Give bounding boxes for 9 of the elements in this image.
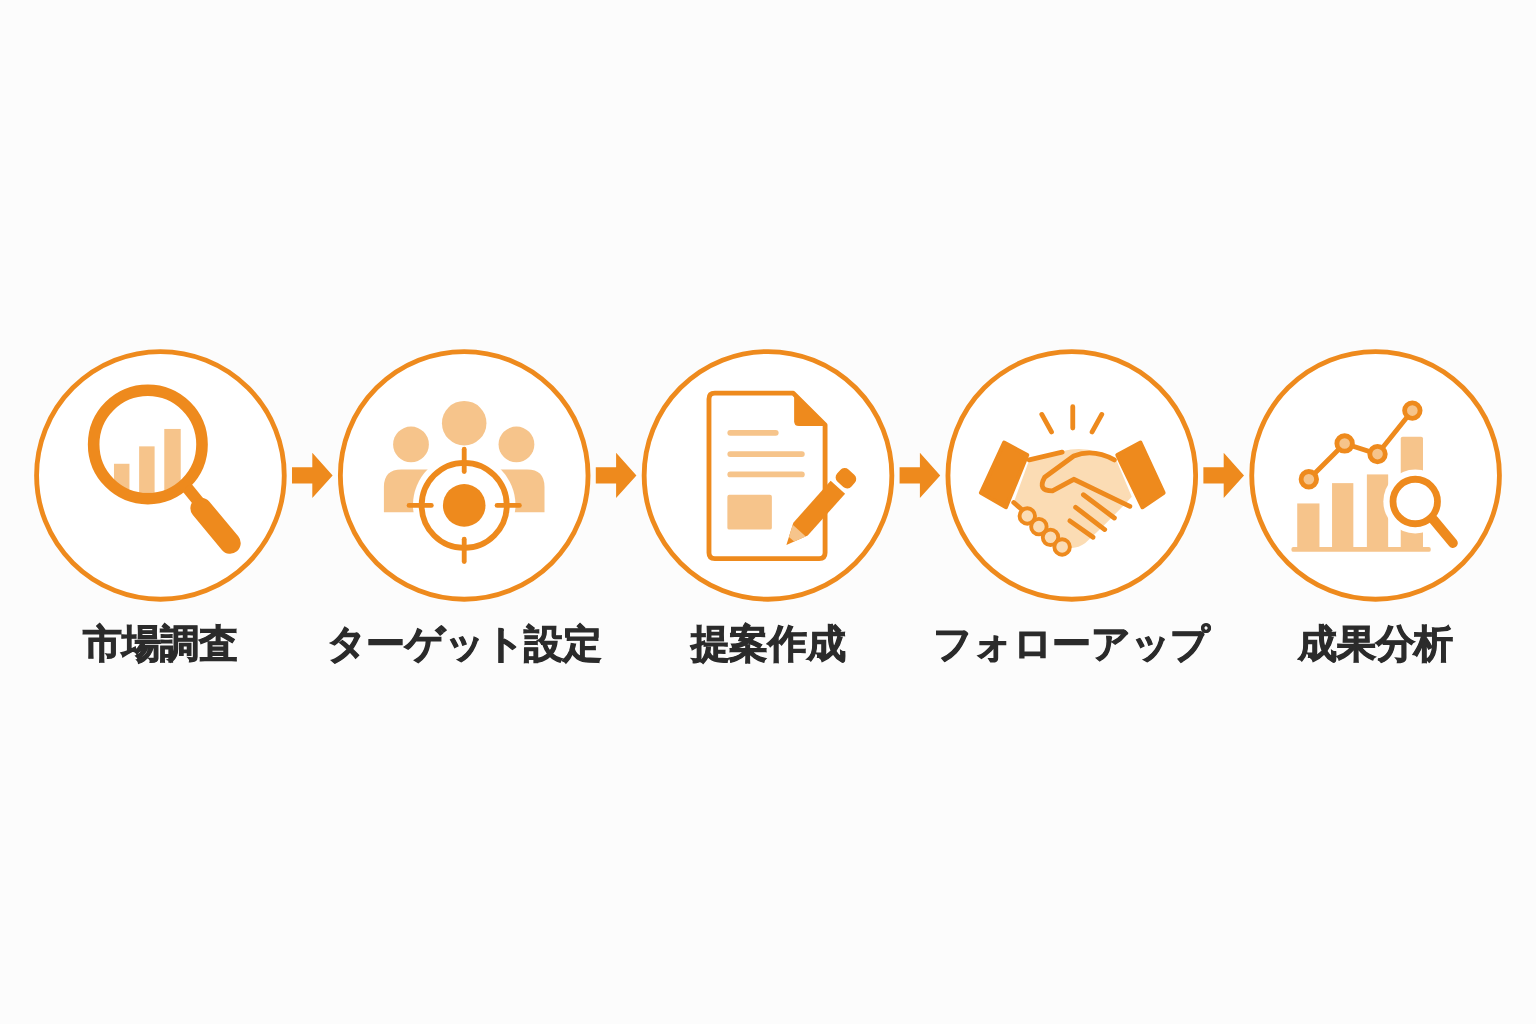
arrow xyxy=(595,452,637,498)
step-label: ターゲット設定 xyxy=(326,620,602,668)
step-label: フォローアップ xyxy=(933,620,1211,668)
step-label: 成果分析 xyxy=(1298,620,1453,668)
arrow xyxy=(292,452,333,498)
arrow xyxy=(1203,452,1244,498)
step-label: 市場調査 xyxy=(83,620,238,668)
step-label: 提案作成 xyxy=(690,620,846,668)
arrow xyxy=(899,452,941,498)
